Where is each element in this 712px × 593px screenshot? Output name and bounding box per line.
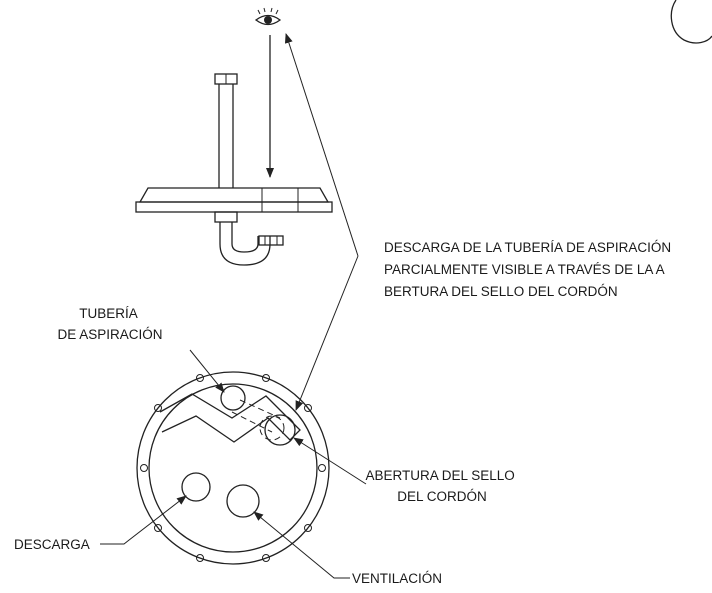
pump-side-view	[135, 73, 333, 266]
suction-pipe-opening	[220, 385, 246, 411]
label-descarga-tuberia-line1: DESCARGA DE LA TUBERÍA DE ASPIRACIÓN	[384, 240, 671, 255]
vent-opening	[226, 484, 260, 518]
label-abertura-line2: DEL CORDÓN	[397, 489, 487, 504]
bolt-holes	[140, 374, 326, 562]
label-abertura-line1: ABERTURA DEL SELLO	[365, 468, 514, 483]
corner-shape	[670, 0, 712, 44]
label-tuberia-line1: TUBERÍA	[79, 306, 138, 321]
label-abertura-sello: ABERTURA DEL SELLO DEL CORDÓN	[365, 468, 518, 504]
cord-seal-opening	[264, 414, 296, 446]
label-descarga-tuberia-line2: PARCIALMENTE VISIBLE A TRAVÉS DE LA A	[384, 262, 665, 277]
label-descarga: DESCARGA	[14, 537, 90, 552]
label-tuberia-line2: DE ASPIRACIÓN	[57, 327, 162, 342]
label-tuberia-aspiracion: TUBERÍA DE ASPIRACIÓN	[57, 306, 162, 342]
discharge-opening	[181, 472, 211, 502]
eye-icon	[254, 7, 282, 26]
label-descarga-tuberia: DESCARGA DE LA TUBERÍA DE ASPIRACIÓN PAR…	[384, 240, 675, 299]
label-ventilacion: VENTILACIÓN	[352, 571, 442, 586]
label-descarga-tuberia-line3: BERTURA DEL SELLO DEL CORDÓN	[384, 284, 618, 299]
cover-top-view	[136, 371, 330, 565]
leader-lines	[100, 33, 367, 579]
